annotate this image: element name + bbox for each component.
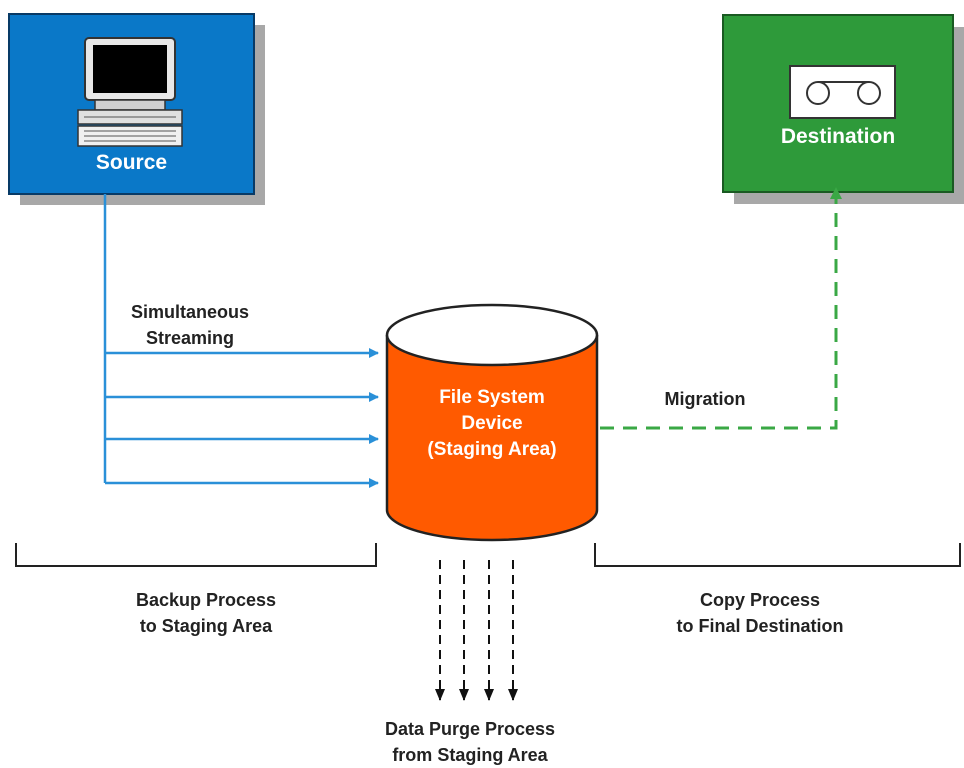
tape-drive-icon [789,65,896,119]
destination-label: Destination [780,125,896,148]
purge-process-line-2: from Staging Area [392,745,548,765]
migration-label: Migration [664,389,746,409]
staging-label-line-1: File System [439,387,545,408]
source-node [8,13,265,205]
source-label: Source [95,151,168,174]
cylinder-top [385,303,599,367]
streaming-lines [103,194,379,488]
backup-bracket [15,543,377,567]
computer-icon [77,37,183,147]
staging-label: File System Device (Staging Area) [387,385,597,463]
staging-label-line-3: (Staging Area) [427,439,557,460]
copy-process-line-1: Copy Process [699,590,821,610]
staging-cylinder [385,303,599,542]
purge-process-label: Data Purge Process from Staging Area [350,716,590,768]
copy-process-line-2: to Final Destination [676,616,844,636]
purge-process-line-1: Data Purge Process [384,719,556,739]
backup-process-label: Backup Process to Staging Area [96,587,316,639]
backup-process-line-1: Backup Process [135,590,277,610]
copy-process-label: Copy Process to Final Destination [640,587,880,639]
staging-label-line-2: Device [461,413,523,434]
destination-node [722,14,964,204]
streaming-label: Simultaneous Streaming [105,299,275,351]
backup-process-line-2: to Staging Area [139,616,273,636]
copy-bracket [594,543,961,567]
streaming-label-line-2: Streaming [145,328,235,348]
streaming-label-line-1: Simultaneous [130,302,250,322]
purge-arrows [435,560,518,701]
migration-line [600,187,842,430]
